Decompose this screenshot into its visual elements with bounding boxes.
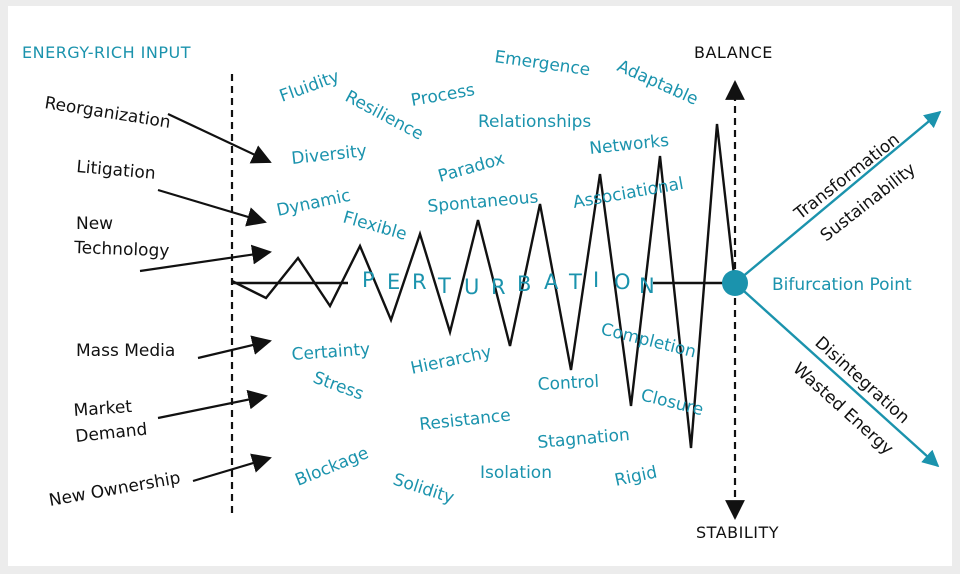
arrow-reorganization	[167, 113, 272, 164]
perturbation-letter: R	[412, 270, 428, 294]
word-dynamic: Dynamic	[275, 186, 353, 221]
arrow-market-demand	[157, 389, 268, 420]
word-networks: Networks	[588, 131, 670, 159]
arrow-new-ownership	[192, 453, 272, 483]
word-relationships: Relationships	[478, 112, 591, 132]
input-new-ownership: New Ownership	[47, 468, 182, 511]
perturbation-letter: U	[464, 275, 480, 299]
perturbation-letter: R	[491, 275, 507, 299]
word-process: Process	[409, 80, 476, 111]
input-market-demand-line1: Market	[73, 397, 133, 421]
perturbation-letter: O	[614, 270, 632, 294]
perturbation-letter: N	[639, 274, 656, 298]
perturbation-letter: B	[517, 272, 532, 296]
bifurcation-point-label: Bifurcation Point	[772, 275, 912, 295]
energy-input-label: ENERGY-RICH INPUT	[22, 43, 191, 62]
word-emergence: Emergence	[493, 47, 591, 80]
word-solidity: Solidity	[390, 470, 456, 508]
word-completion: Completion	[599, 319, 698, 362]
word-isolation: Isolation	[480, 463, 552, 483]
word-control: Control	[537, 372, 599, 395]
perturbation-letter: T	[568, 270, 583, 294]
arrow-mass-media	[197, 335, 272, 360]
perturbation-wave	[231, 123, 737, 449]
input-market-demand-line2: Demand	[74, 420, 148, 447]
disintegration-arrow	[734, 282, 940, 468]
perturbation-letter: P	[362, 268, 376, 292]
word-certainty: Certainty	[291, 340, 371, 365]
word-associational: Associational	[571, 174, 685, 213]
perturbation-letter: I	[593, 268, 600, 292]
input-new-technology-line2: Technology	[73, 238, 170, 261]
input-litigation: Litigation	[76, 157, 157, 184]
arrow-new-technology	[139, 244, 272, 273]
word-spontaneous: Spontaneous	[427, 187, 540, 217]
word-hierarchy: Hierarchy	[409, 342, 494, 379]
balance-label: BALANCE	[694, 43, 773, 62]
perturbation-diagram: ENERGY-RICH INPUT BALANCE STABILITY Reor…	[22, 43, 942, 542]
word-stagnation: Stagnation	[537, 425, 631, 453]
word-paradox: Paradox	[436, 149, 507, 187]
arrow-litigation	[157, 188, 267, 227]
word-rigid: Rigid	[613, 462, 659, 490]
input-new-technology-line1: New	[76, 214, 113, 234]
perturbation-letter: T	[437, 274, 452, 298]
word-blockage: Blockage	[292, 443, 371, 491]
perturbation-letter: A	[544, 270, 559, 294]
input-reorganization: Reorganization	[43, 93, 172, 133]
word-resistance: Resistance	[418, 406, 511, 435]
transformation-arrow	[734, 110, 942, 284]
perturbation-letter: E	[387, 270, 401, 294]
diagram-canvas: ENERGY-RICH INPUT BALANCE STABILITY Reor…	[8, 6, 952, 566]
stability-label: STABILITY	[696, 523, 779, 542]
word-flexible: Flexible	[341, 208, 409, 245]
input-mass-media: Mass Media	[76, 341, 175, 361]
word-fluidity: Fluidity	[277, 67, 342, 107]
word-stress: Stress	[310, 368, 366, 405]
word-adaptable: Adaptable	[614, 56, 701, 109]
word-diversity: Diversity	[290, 141, 367, 169]
bifurcation-point-dot	[722, 270, 748, 296]
